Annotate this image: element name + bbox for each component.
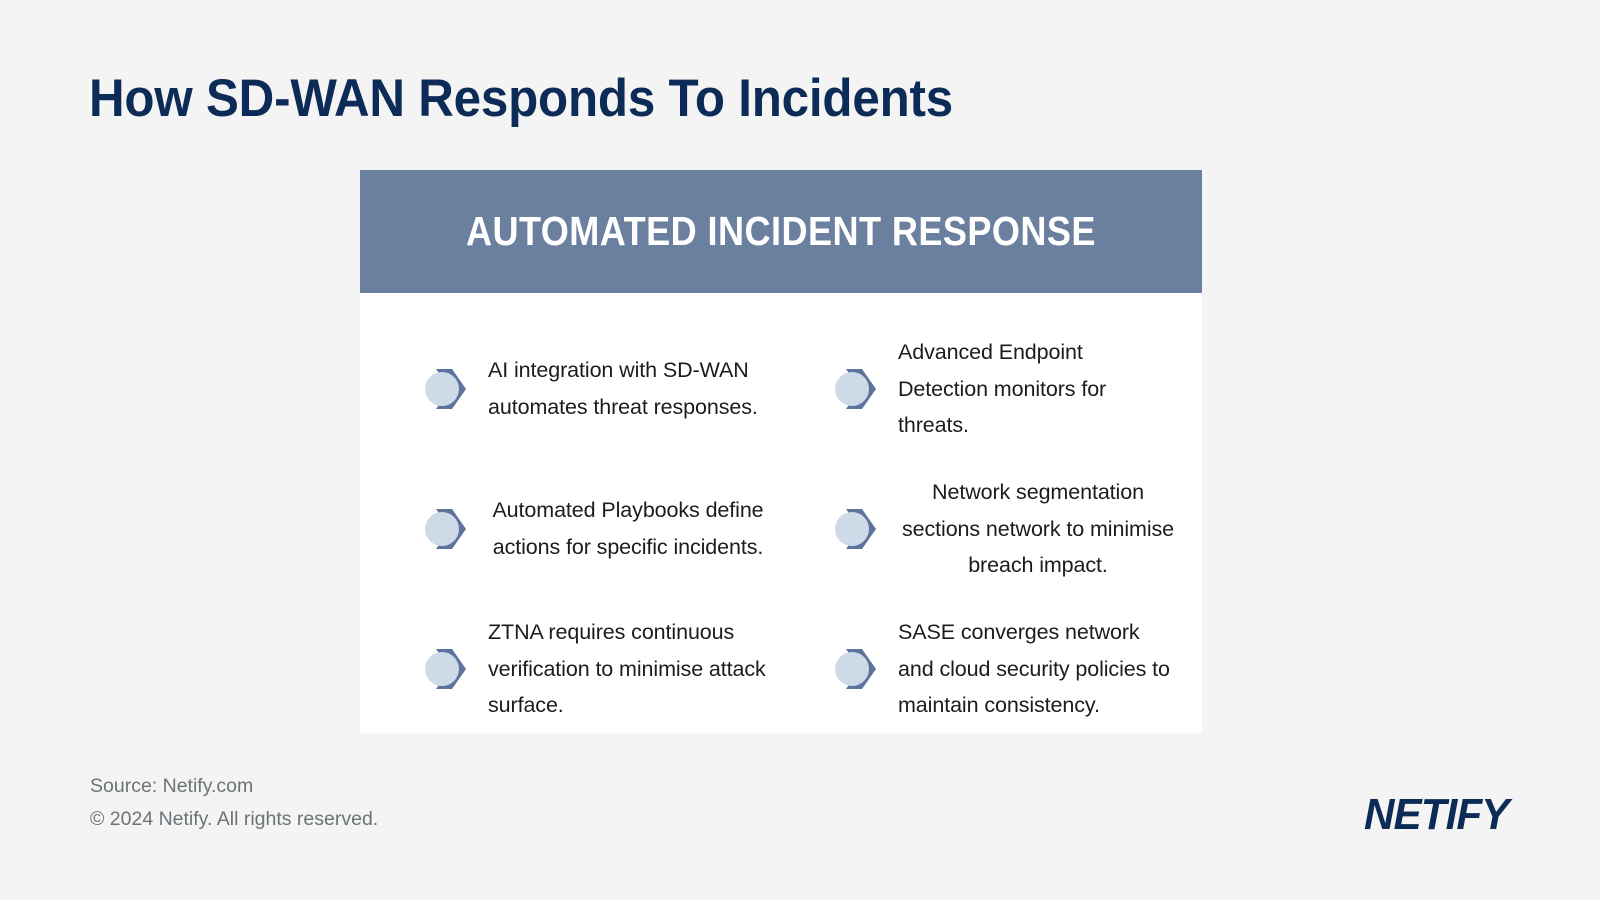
card-banner-title: AUTOMATED INCIDENT RESPONSE bbox=[466, 208, 1096, 254]
card-banner: AUTOMATED INCIDENT RESPONSE bbox=[360, 170, 1202, 293]
list-item: Automated Playbooks define actions for s… bbox=[376, 459, 776, 599]
list-item-text: ZTNA requires continuous verification to… bbox=[488, 619, 766, 718]
list-item: ZTNA requires continuous verification to… bbox=[376, 599, 776, 739]
list-item: SASE converges network and cloud securit… bbox=[786, 599, 1186, 739]
page-title: How SD-WAN Responds To Incidents bbox=[89, 69, 953, 128]
netify-logo: NETIFY bbox=[1363, 790, 1509, 839]
chevron-circle-icon bbox=[420, 643, 472, 695]
infographic-card: AUTOMATED INCIDENT RESPONSE AI integrati… bbox=[360, 170, 1202, 733]
footer-copyright: © 2024 Netify. All rights reserved. bbox=[90, 808, 379, 830]
chevron-circle-icon bbox=[830, 503, 882, 555]
card-body: AI integration with SD-WAN automates thr… bbox=[360, 293, 1202, 739]
list-item: Advanced Endpoint Detection monitors for… bbox=[786, 319, 1186, 459]
chevron-circle-icon bbox=[830, 643, 882, 695]
footer-source: Source: Netify.com bbox=[90, 775, 254, 797]
list-item-text: Network segmentation sections network to… bbox=[901, 479, 1175, 578]
list-item: AI integration with SD-WAN automates thr… bbox=[376, 319, 776, 459]
chevron-circle-icon bbox=[420, 503, 472, 555]
chevron-circle-icon bbox=[420, 363, 472, 415]
list-item-text: AI integration with SD-WAN automates thr… bbox=[488, 358, 758, 419]
list-item: Network segmentation sections network to… bbox=[786, 459, 1186, 599]
list-item-text: Advanced Endpoint Detection monitors for… bbox=[898, 339, 1107, 438]
list-item-text: SASE converges network and cloud securit… bbox=[898, 619, 1170, 718]
list-item-text: Automated Playbooks define actions for s… bbox=[492, 498, 764, 559]
chevron-circle-icon bbox=[830, 363, 882, 415]
